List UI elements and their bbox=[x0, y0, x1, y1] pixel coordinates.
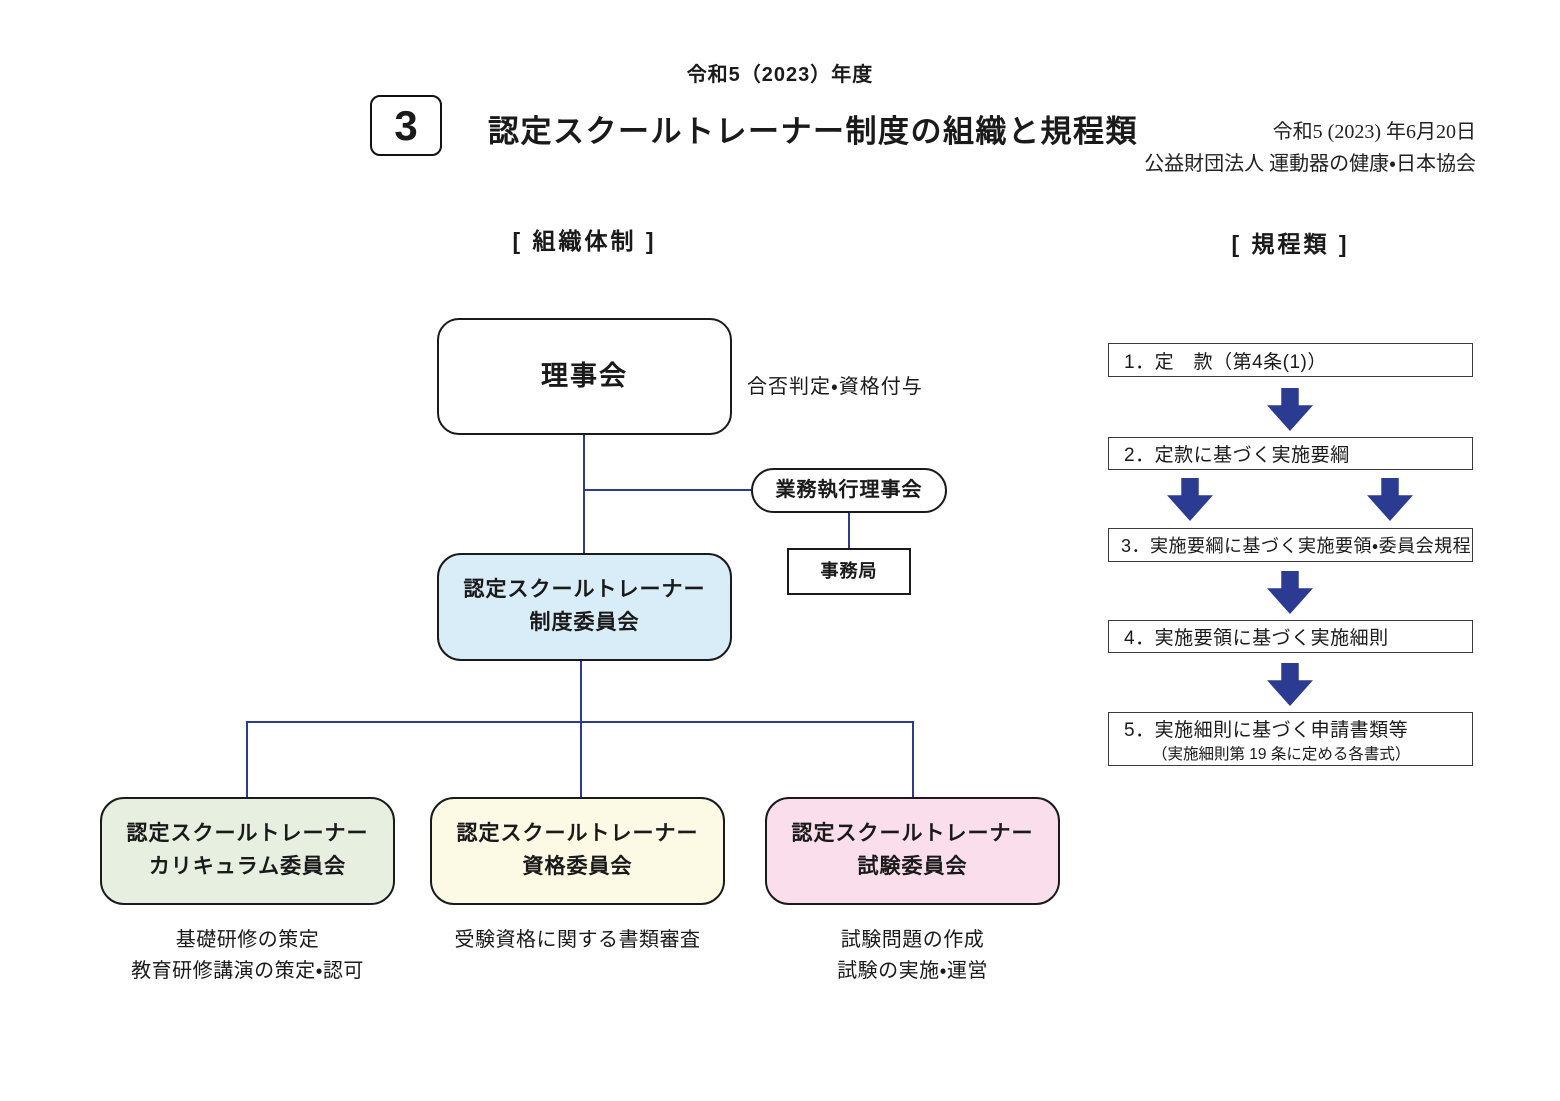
org-structure-section-header: [ 組織体制 ] bbox=[512, 228, 657, 254]
regulation-step-2: 2．定款に基づく実施要綱 bbox=[1108, 437, 1473, 470]
flow-arrow-down-icon bbox=[1267, 388, 1313, 431]
regulation-step-2-label: 2．定款に基づく実施要綱 bbox=[1124, 445, 1350, 466]
system-committee-line2: 制度委員会 bbox=[529, 611, 640, 634]
executive-board-label: 業務執行理事会 bbox=[775, 479, 923, 501]
examination-committee-line2: 試験委員会 bbox=[857, 855, 968, 878]
board-note-text: 合否判定・資格付与 bbox=[747, 376, 923, 398]
regulation-step-4: 4．実施要領に基づく実施細則 bbox=[1108, 620, 1473, 653]
executive-board-box: 業務執行理事会 bbox=[751, 468, 947, 513]
fiscal-year-label: 令和5（2023）年度 bbox=[686, 64, 874, 86]
connector-horizontal-branch bbox=[247, 721, 914, 723]
connector-committee-down bbox=[580, 661, 582, 797]
qualification-note-1: 受験資格に関する書類審査 bbox=[454, 929, 701, 951]
qualification-committee-line2: 資格委員会 bbox=[522, 855, 633, 878]
regulation-step-3-label: 3．実施要綱に基づく実施要領・委員会規程 bbox=[1121, 536, 1472, 556]
curriculum-note-2: 教育研修講演の策定・認可 bbox=[131, 960, 364, 982]
examination-note-1: 試験問題の作成 bbox=[840, 929, 985, 951]
secretariat-box: 事務局 bbox=[787, 548, 911, 595]
examination-note-2: 試験の実施・運営 bbox=[837, 960, 988, 982]
board-of-directors-label: 理事会 bbox=[541, 360, 628, 391]
connector-to-exec-board bbox=[583, 489, 751, 491]
system-committee-box: 認定スクールトレーナー 制度委員会 bbox=[437, 553, 732, 661]
section-number-badge: 3 bbox=[370, 95, 442, 156]
regulation-step-5-label: 5．実施細則に基づく申請書類等 bbox=[1124, 719, 1409, 741]
regulation-step-3: 3．実施要綱に基づく実施要領・委員会規程 bbox=[1108, 528, 1473, 562]
examination-committee-box: 認定スクールトレーナー 試験委員会 bbox=[765, 797, 1060, 905]
curriculum-committee-line2: カリキュラム委員会 bbox=[148, 855, 347, 878]
connector-to-curriculum bbox=[246, 721, 248, 797]
page-title: 認定スクールトレーナー制度の組織と規程類 bbox=[488, 114, 1138, 149]
curriculum-committee-line1: 認定スクールトレーナー bbox=[126, 822, 369, 846]
connector-exec-to-secretariat bbox=[848, 513, 850, 548]
flow-arrow-down-right-icon bbox=[1367, 478, 1413, 521]
qualification-committee-box: 認定スクールトレーナー 資格委員会 bbox=[430, 797, 725, 905]
regulation-step-1-label: 1．定 款（第4条(1)） bbox=[1124, 351, 1327, 373]
flow-arrow-down-left-icon bbox=[1167, 478, 1213, 521]
regulation-step-1: 1．定 款（第4条(1)） bbox=[1108, 343, 1473, 377]
qualification-committee-line1: 認定スクールトレーナー bbox=[456, 822, 699, 846]
board-of-directors-box: 理事会 bbox=[437, 318, 732, 435]
secretariat-label: 事務局 bbox=[820, 560, 878, 581]
issuing-organization: 公益財団法人 運動器の健康・日本協会 bbox=[1144, 153, 1476, 175]
connector-to-examination bbox=[912, 721, 914, 797]
regulation-step-4-label: 4．実施要領に基づく実施細則 bbox=[1124, 628, 1389, 649]
connector-board-to-committee bbox=[583, 435, 585, 553]
regulation-step-5: 5．実施細則に基づく申請書類等 （実施細則第 19 条に定める各書式） bbox=[1108, 712, 1473, 766]
flow-arrow-down-icon bbox=[1267, 663, 1313, 706]
curriculum-committee-box: 認定スクールトレーナー カリキュラム委員会 bbox=[100, 797, 395, 905]
issue-date: 令和5 (2023) 年6月20日 bbox=[1272, 121, 1476, 143]
regulation-step-5-sub: （実施細則第 19 条に定める各書式） bbox=[1152, 745, 1411, 763]
flow-arrow-down-icon bbox=[1267, 571, 1313, 614]
curriculum-note-1: 基礎研修の策定 bbox=[175, 929, 320, 951]
regulations-section-header: [ 規程類 ] bbox=[1231, 231, 1350, 257]
system-committee-line1: 認定スクールトレーナー bbox=[463, 578, 706, 602]
examination-committee-line1: 認定スクールトレーナー bbox=[791, 822, 1034, 846]
